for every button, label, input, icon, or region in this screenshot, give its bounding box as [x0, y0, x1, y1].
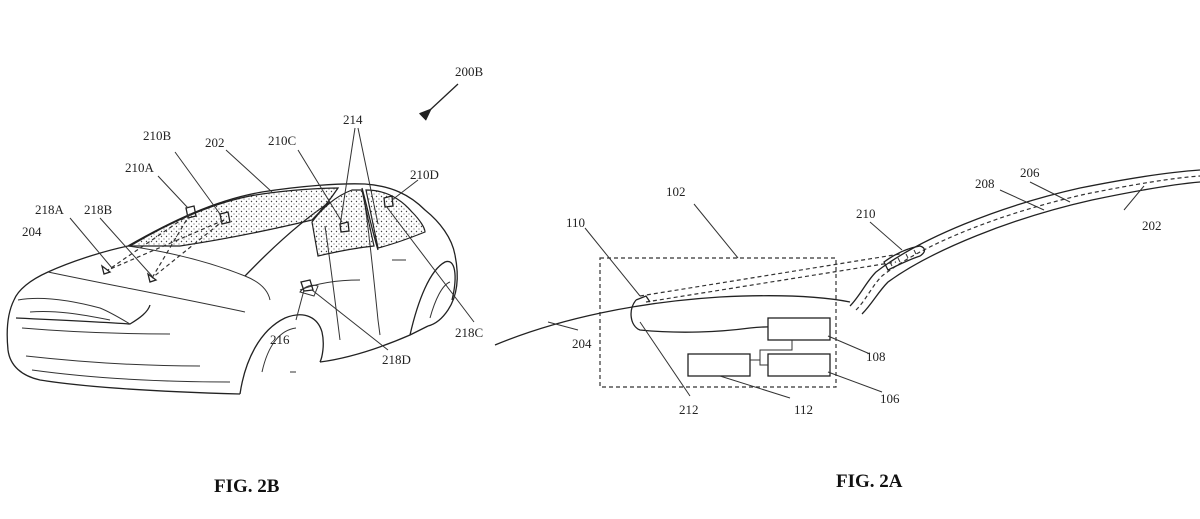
- projection-lines: [100, 213, 225, 283]
- label-112: 112: [794, 402, 813, 417]
- label-214: 214: [343, 112, 363, 127]
- component-106: [767, 353, 831, 377]
- label-202-2a: 202: [1142, 218, 1162, 233]
- label-212: 212: [679, 402, 699, 417]
- label-106: 106: [880, 391, 900, 406]
- label-102: 102: [666, 184, 686, 199]
- windshield: [127, 187, 340, 247]
- car-body: [6, 183, 458, 395]
- fig-2b-drawing: [6, 83, 475, 395]
- label-210c: 210C: [268, 133, 296, 148]
- label-110: 110: [566, 215, 585, 230]
- component-108: [767, 317, 831, 341]
- label-210d: 210D: [410, 167, 439, 182]
- sensor-210a: [185, 205, 197, 219]
- label-208: 208: [975, 176, 995, 191]
- label-218d: 218D: [382, 352, 411, 367]
- hood-surface: [494, 294, 851, 346]
- label-204-2b: 204: [22, 224, 42, 239]
- label-108: 108: [866, 349, 886, 364]
- leader-lines-2a: [547, 181, 1145, 399]
- label-218c: 218C: [455, 325, 483, 340]
- projection-beam-lower: [645, 261, 897, 303]
- label-210-2a: 210: [856, 206, 876, 221]
- label-210b: 210B: [143, 128, 172, 143]
- label-206: 206: [1020, 165, 1040, 180]
- label-200b: 200B: [455, 64, 484, 79]
- component-112: [687, 353, 751, 377]
- sensor-210d: [383, 195, 394, 208]
- label-218a: 218A: [35, 202, 65, 217]
- sensor-218d: [300, 279, 314, 292]
- label-202-2b: 202: [205, 135, 225, 150]
- projection-beam-upper: [639, 253, 901, 297]
- windshield-bottom: [861, 181, 1200, 315]
- label-210a: 210A: [125, 160, 155, 175]
- caption-fig-2a: FIG. 2A: [836, 471, 903, 492]
- windshield-outer: [849, 169, 1200, 307]
- camera-210: [883, 245, 926, 271]
- reference-arrow-200b: [418, 83, 459, 121]
- fig-2a-drawing: [494, 169, 1200, 399]
- sensor-210c: [339, 221, 350, 233]
- leader-lines-2b: [69, 127, 475, 351]
- label-216: 216: [270, 332, 290, 347]
- label-204-2a: 204: [572, 336, 592, 351]
- system-enclosure-102: [599, 257, 837, 388]
- caption-fig-2b: FIG. 2B: [214, 476, 280, 497]
- label-218b: 218B: [84, 202, 113, 217]
- windshield-inner-dashed: [855, 175, 1200, 311]
